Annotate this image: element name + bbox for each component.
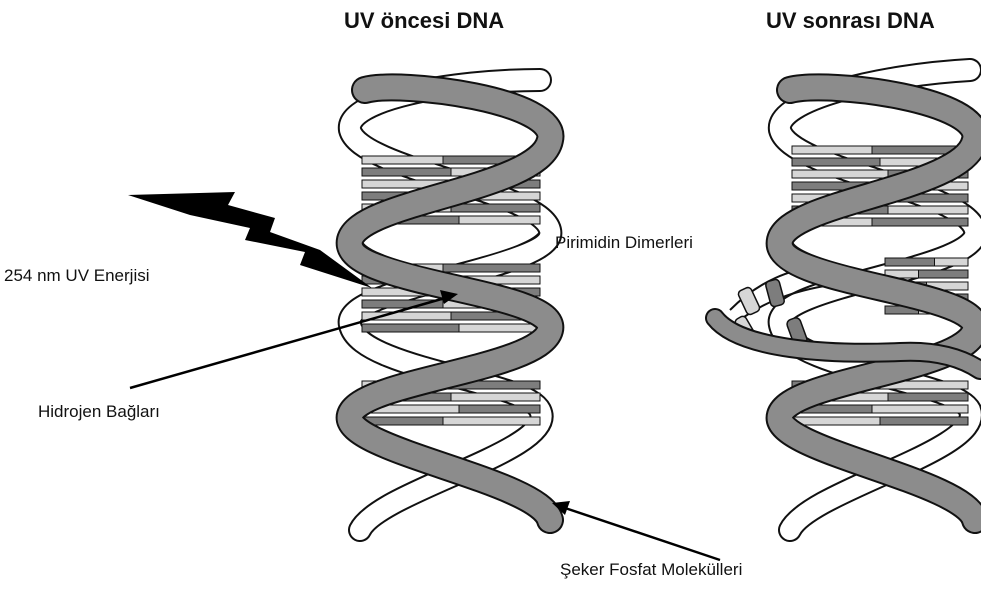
base-right xyxy=(443,264,540,272)
base-right xyxy=(459,324,540,332)
base-left xyxy=(792,170,888,178)
title-before-uv: UV öncesi DNA xyxy=(344,8,504,34)
base-right xyxy=(872,218,968,226)
uv-lightning-icon xyxy=(128,192,372,288)
base-left xyxy=(792,417,880,425)
right-helix xyxy=(715,70,980,530)
base-right xyxy=(880,417,968,425)
base-right xyxy=(451,393,540,401)
base-left xyxy=(362,417,443,425)
base-left xyxy=(885,258,935,266)
left-helix xyxy=(350,80,551,530)
base-right xyxy=(888,206,968,214)
base-left xyxy=(362,168,451,176)
base-left xyxy=(792,146,872,154)
base-right xyxy=(935,258,969,266)
base-right xyxy=(443,417,540,425)
base-left xyxy=(362,156,443,164)
base-right xyxy=(451,204,540,212)
base-right xyxy=(872,405,968,413)
base-right xyxy=(919,270,969,278)
title-after-uv: UV sonrası DNA xyxy=(766,8,935,34)
base-right xyxy=(459,216,540,224)
label-uv-energy: 254 nm UV Enerjisi xyxy=(4,266,150,286)
base-left xyxy=(792,158,880,166)
label-hydrogen-bonds: Hidrojen Bağları xyxy=(38,402,160,422)
base-left xyxy=(362,324,459,332)
label-pyrimidine-dimers: Pirimidin Dimerleri xyxy=(555,233,693,253)
base-right xyxy=(459,405,540,413)
base-right xyxy=(888,393,968,401)
label-sugar-phosphate: Şeker Fosfat Molekülleri xyxy=(560,560,742,580)
sugar-phosphate-arrow xyxy=(565,508,720,560)
